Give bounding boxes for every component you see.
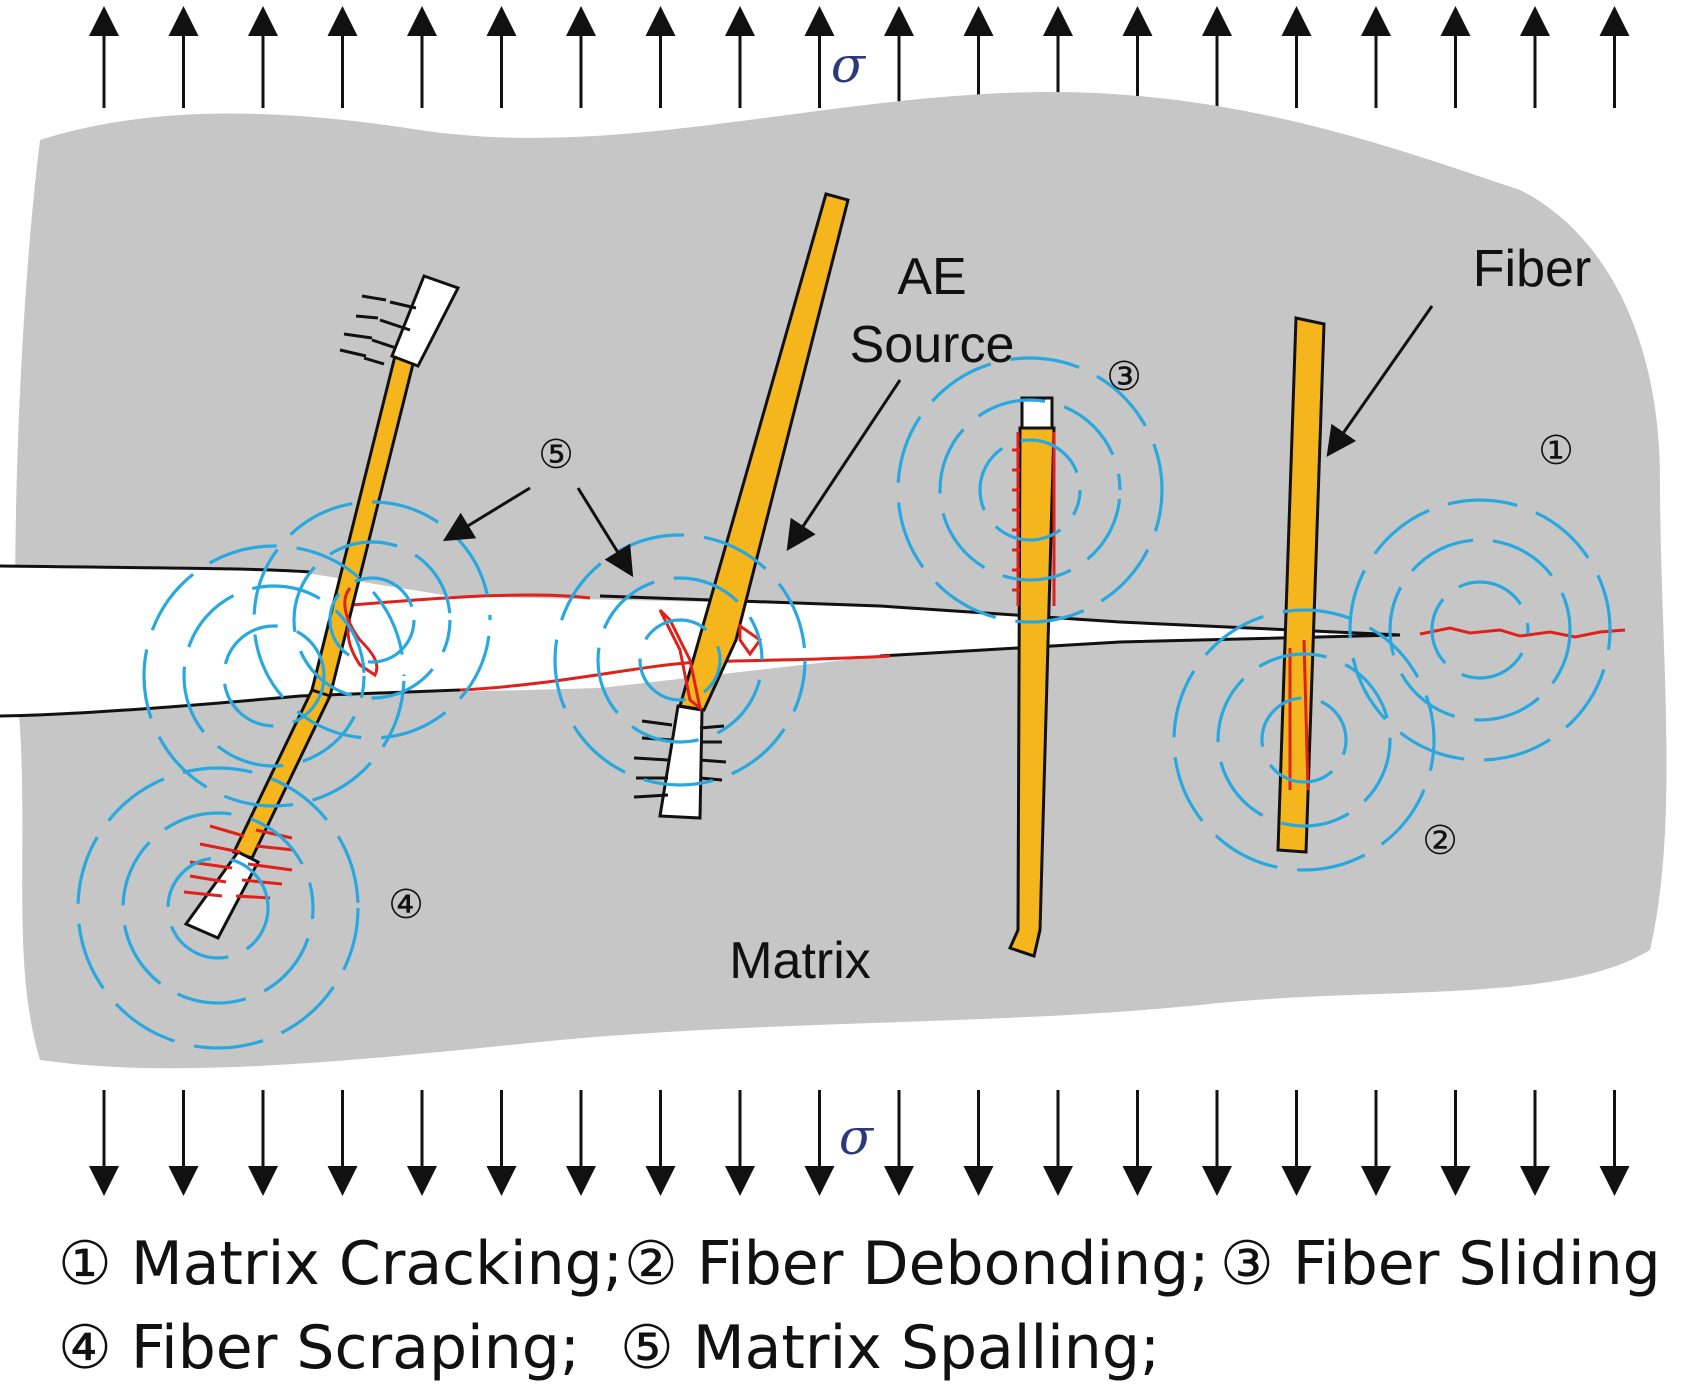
legend-text-2: Fiber Debonding; — [697, 1229, 1210, 1299]
marker-4: ④ — [388, 883, 424, 927]
label-ae: AE — [897, 248, 966, 306]
tensile-stress-arrows-bottom — [89, 1090, 1630, 1196]
legend-item-5: ⑤ Matrix Spalling; — [620, 1313, 1160, 1383]
wave-ring — [1388, 538, 1572, 722]
legend-symbol-4: ④ — [58, 1313, 112, 1383]
debonding-red-marks — [1288, 639, 1310, 791]
wave-ring — [76, 766, 360, 1050]
arrow-5-left — [442, 486, 531, 542]
label-source: Source — [850, 316, 1015, 374]
arrow-5-right — [576, 487, 634, 578]
arrow-ae-source — [786, 379, 902, 552]
wave-ring — [938, 398, 1122, 582]
legend-item-3: ③ Fiber Sliding — [1220, 1229, 1661, 1299]
stress-symbol-top: σ — [831, 36, 867, 94]
legend-text-1: Matrix Cracking; — [131, 1229, 623, 1299]
legend-text-5: Matrix Spalling; — [693, 1313, 1160, 1383]
wave-ring — [121, 811, 315, 1005]
wave-ring — [182, 584, 366, 768]
wave-ring — [222, 624, 326, 728]
legend-symbol-2: ② — [624, 1229, 678, 1299]
arrow-fiber — [1326, 305, 1434, 457]
wave-ring — [328, 576, 416, 664]
matrix-crack-red-right — [1419, 626, 1626, 639]
wave-ring — [1430, 580, 1530, 680]
legend-symbol-5: ⑤ — [620, 1313, 674, 1383]
wave-ring — [596, 576, 764, 744]
marker-3: ③ — [1106, 355, 1142, 399]
legend-item-2: ② Fiber Debonding; — [624, 1229, 1209, 1299]
wave-ring — [1216, 652, 1392, 828]
wave-ring — [638, 618, 722, 702]
fiber-sliding — [1007, 396, 1056, 958]
sliding-red-marks — [1012, 432, 1056, 606]
legend-item-4: ④ Fiber Scraping; — [58, 1313, 580, 1383]
wave-ring — [1348, 498, 1612, 762]
crack-red-upper — [349, 593, 591, 607]
ae-wave-fronts — [76, 356, 1612, 1050]
wave-ring — [896, 356, 1164, 624]
marker-5: ⑤ — [538, 433, 574, 477]
wave-ring — [978, 438, 1082, 542]
legend: ① Matrix Cracking; ② Fiber Debonding; ③ … — [58, 1229, 1661, 1383]
wave-ring — [1172, 608, 1436, 872]
wave-ring — [252, 500, 492, 740]
label-fiber: Fiber — [1473, 240, 1591, 298]
legend-symbol-3: ③ — [1220, 1229, 1274, 1299]
wave-ring — [292, 540, 452, 700]
marker-2: ② — [1422, 819, 1458, 863]
wave-ring — [142, 544, 406, 808]
legend-text-3: Fiber Sliding — [1293, 1229, 1661, 1299]
legend-item-1: ① Matrix Cracking; — [58, 1229, 623, 1299]
wave-ring — [553, 533, 807, 787]
leader-arrows — [442, 305, 1434, 578]
legend-symbol-1: ① — [58, 1229, 112, 1299]
wave-ring — [1260, 696, 1348, 784]
marker-1: ① — [1538, 429, 1574, 473]
stress-symbol-bottom: σ — [839, 1108, 875, 1166]
tensile-stress-arrows-top — [89, 6, 1630, 108]
wave-ring — [166, 856, 270, 960]
label-matrix: Matrix — [729, 932, 871, 990]
fiber-center — [633, 192, 850, 820]
fiber-debonding — [1276, 316, 1326, 854]
legend-text-4: Fiber Scraping; — [131, 1313, 580, 1383]
